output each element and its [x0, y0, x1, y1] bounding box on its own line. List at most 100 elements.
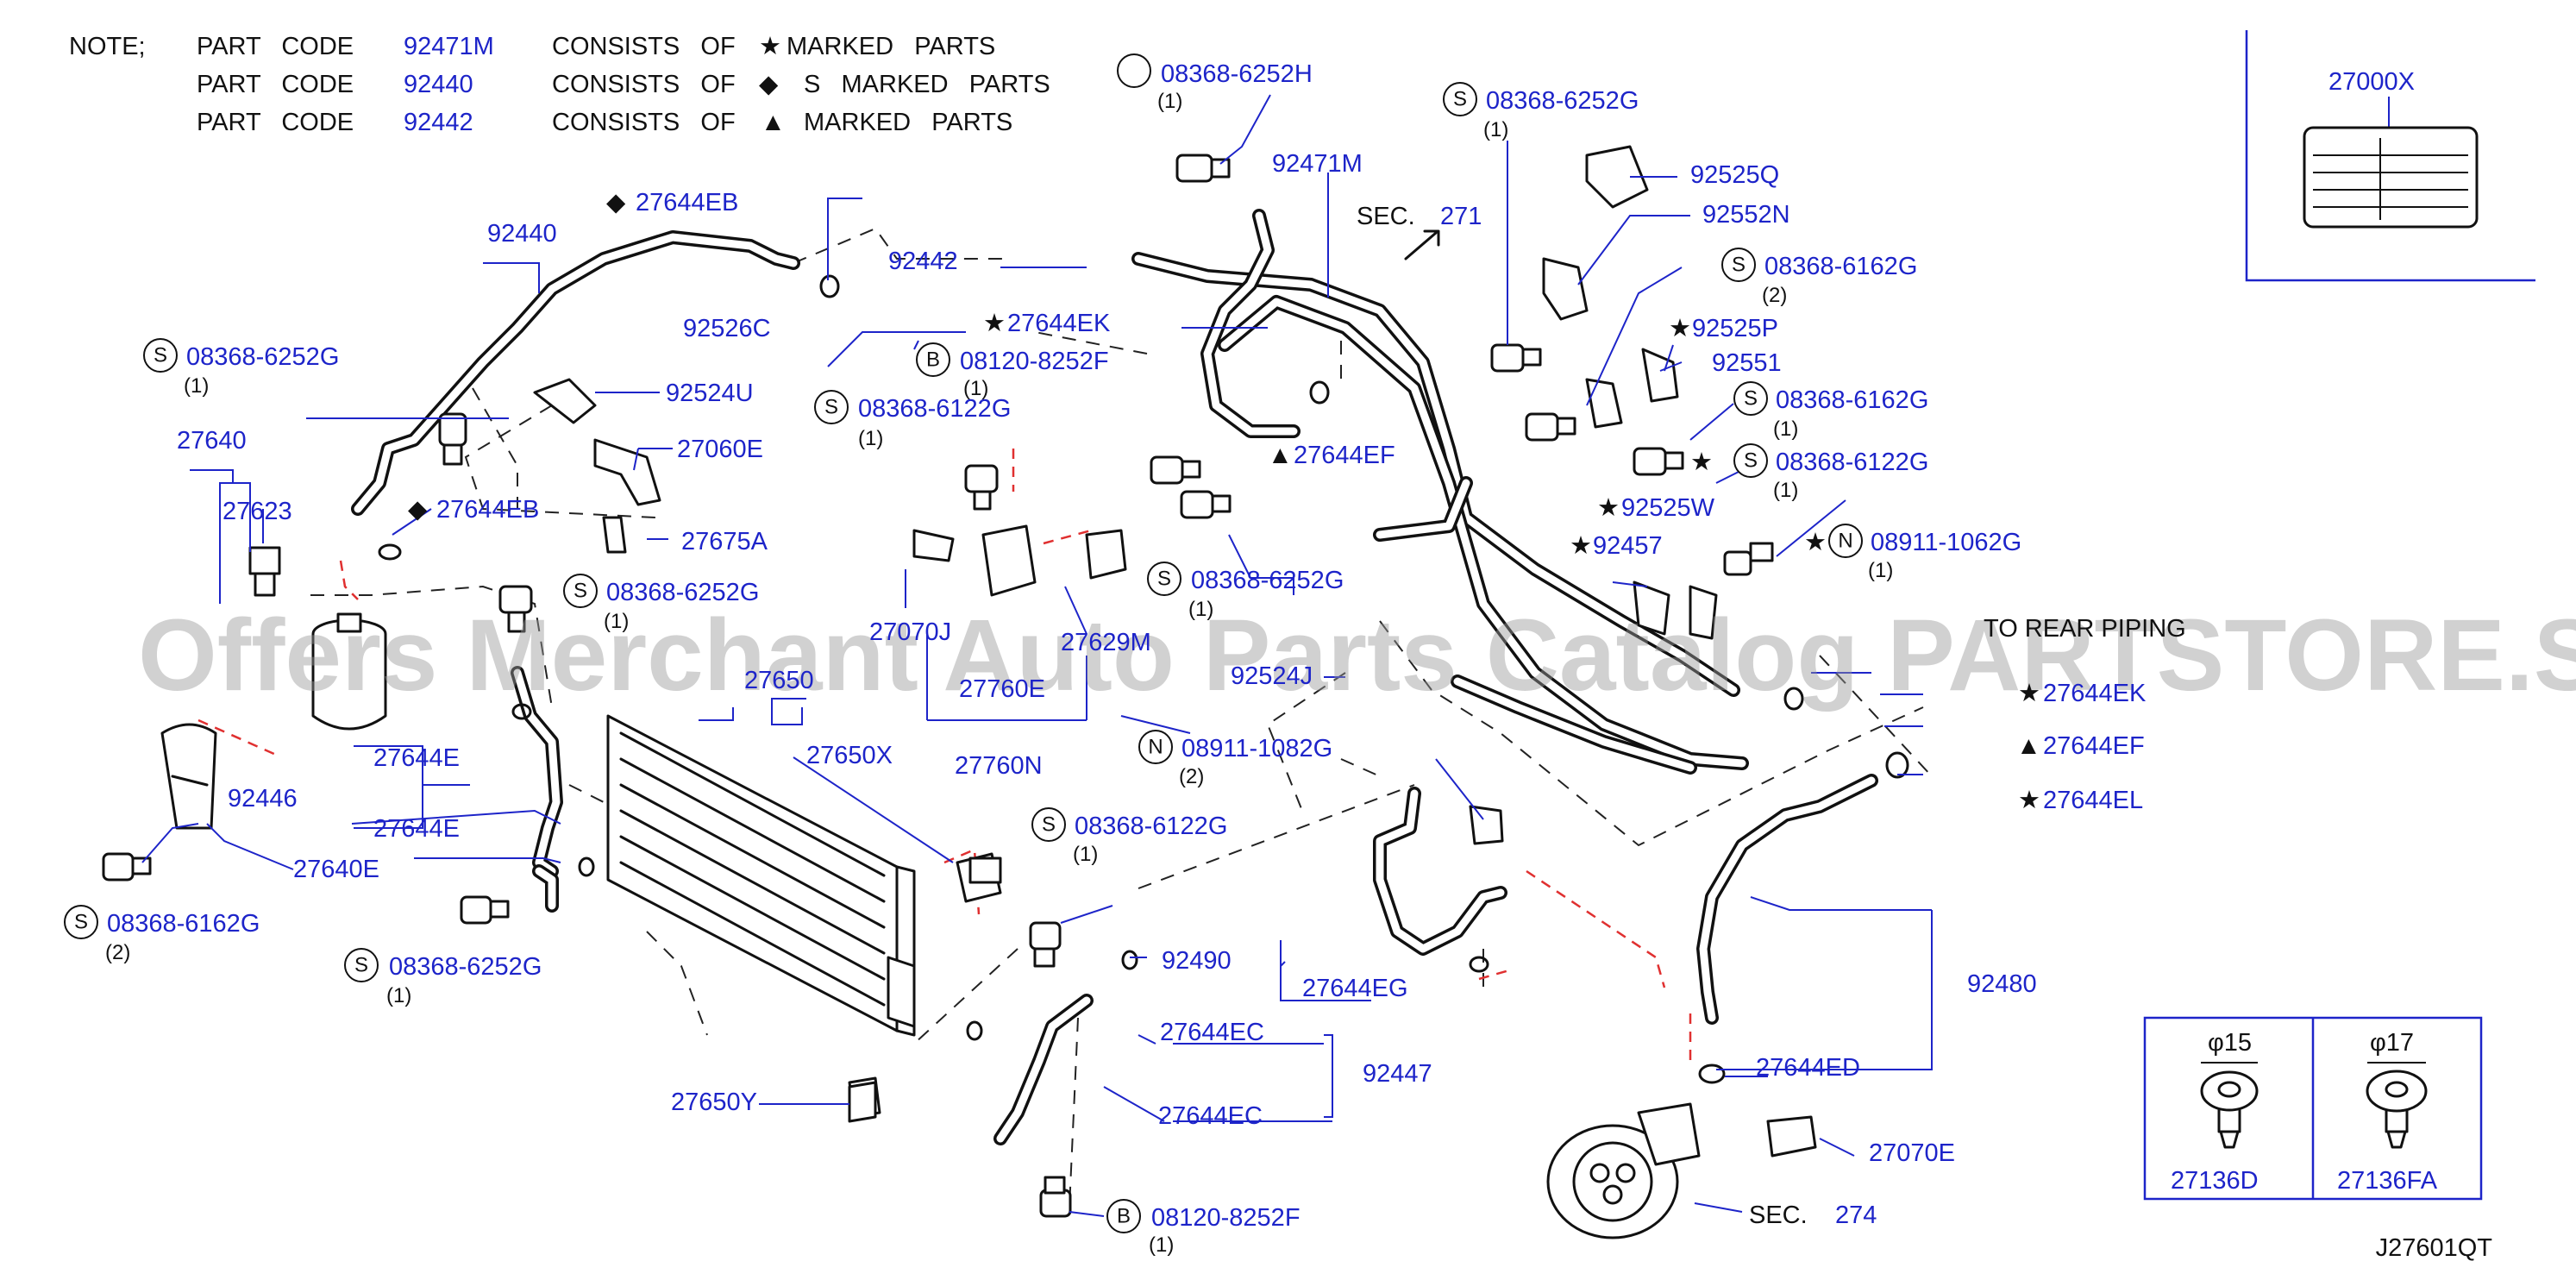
part-number[interactable]: 27644EC — [1158, 1102, 1263, 1130]
part-number[interactable]: 27060E — [677, 436, 763, 463]
callout[interactable]: N 08911-1082G (2) — [1138, 730, 1332, 788]
part-number[interactable]: 92525Q — [1690, 161, 1779, 189]
part-number[interactable]: 27650 — [744, 667, 814, 694]
part-number[interactable]: 27644EL — [2043, 787, 2143, 814]
part-number[interactable]: 92440 — [487, 220, 557, 248]
section-number[interactable]: 271 — [1440, 203, 1482, 230]
callout[interactable]: S 08368-6162G (2) — [1721, 248, 1917, 307]
callout[interactable]: S 08368-6162G (1) — [1733, 381, 1928, 441]
part-number[interactable]: 08368-6252G — [186, 343, 339, 371]
part-number[interactable]: 92442 — [888, 248, 958, 275]
part-number[interactable]: 08120-8252F — [1151, 1204, 1301, 1232]
part-number[interactable]: 27644EG — [1302, 975, 1408, 1002]
part-number[interactable]: 08368-6122G — [858, 395, 1011, 423]
callout[interactable]: S 08368-6162G (2) — [64, 905, 260, 964]
callout[interactable]: ◆ 27644EB — [606, 189, 738, 216]
part-number[interactable]: 27644E — [373, 815, 460, 843]
part-number[interactable]: 27070J — [869, 618, 951, 646]
part-number[interactable]: 92524U — [666, 380, 754, 407]
part-number[interactable]: 27644EB — [636, 189, 738, 216]
callout[interactable]: ★ 92525W — [1597, 494, 1715, 522]
part-number[interactable]: 27644EF — [2043, 732, 2145, 760]
part-number[interactable]: 08368-6162G — [1764, 253, 1917, 280]
part-qty: (1) — [1073, 843, 1098, 866]
part-number[interactable]: 08368-6122G — [1776, 449, 1928, 476]
part-number[interactable]: 08911-1082G — [1181, 735, 1332, 762]
part-number[interactable]: 08368-6252G — [389, 953, 542, 981]
callout[interactable]: B 08120-8252F (1) — [916, 342, 1109, 400]
part-number[interactable]: 27629M — [1061, 629, 1151, 656]
part-number[interactable]: 27623 — [223, 498, 292, 525]
part-number[interactable]: 92471M — [1272, 150, 1363, 178]
part-number[interactable]: 08911-1062G — [1871, 529, 2021, 556]
part-number[interactable]: 27640E — [293, 856, 379, 883]
part-number[interactable]: 27760E — [959, 675, 1045, 703]
part-number[interactable]: 27644EB — [436, 496, 539, 524]
callout-circle-letter: N — [1148, 736, 1163, 759]
part-number[interactable]: 08368-6252G — [606, 579, 759, 606]
callout[interactable]: S 08368-6252G (1) — [1147, 562, 1344, 621]
part-number[interactable]: 27650Y — [671, 1089, 757, 1116]
part-qty: (1) — [1149, 1233, 1174, 1257]
part-number[interactable]: 92480 — [1967, 970, 2037, 998]
part-number[interactable]: 27675A — [681, 528, 768, 555]
callout[interactable]: ★ 27644EL — [2018, 787, 2143, 814]
callout[interactable]: S 08368-6252G (1) — [143, 338, 339, 398]
bracket-icon — [593, 438, 661, 506]
part-qty: (2) — [105, 941, 130, 964]
part-number[interactable]: 92447 — [1363, 1060, 1432, 1088]
part-number[interactable]: 92552N — [1702, 201, 1790, 229]
callout[interactable]: S 08368-6252G (1) — [1443, 82, 1639, 141]
callout[interactable]: ★ S 08368-6122G (1) — [1690, 443, 1928, 502]
callout[interactable]: B 08120-8252F (1) — [1106, 1199, 1301, 1257]
callout[interactable]: S 08368-6122G (1) — [1031, 807, 1227, 866]
part-qty: (1) — [184, 374, 209, 398]
part-number[interactable]: 27640 — [177, 427, 247, 455]
callout[interactable]: ◆ 27644EB — [408, 496, 539, 524]
part-number[interactable]: 27644EK — [1007, 310, 1111, 337]
part-number[interactable]: 27644EK — [2043, 680, 2147, 707]
callout[interactable]: S 08368-6252G (1) — [344, 948, 542, 1007]
part-qty: (1) — [604, 610, 629, 633]
part-number[interactable]: 92446 — [228, 785, 298, 813]
part-qty: (1) — [1773, 479, 1798, 502]
part-number[interactable]: 92551 — [1712, 349, 1782, 377]
part-number[interactable]: 27650X — [806, 742, 893, 769]
part-number[interactable]: 92525W — [1621, 494, 1715, 522]
part-number[interactable]: 27070E — [1869, 1139, 1955, 1167]
callout[interactable]: ★ 27644EK — [2018, 680, 2147, 707]
clip-code: 27136D — [2171, 1167, 2259, 1195]
part-number[interactable]: 27760N — [955, 752, 1043, 780]
part-number[interactable]: 08368-6162G — [1776, 386, 1928, 414]
part-number[interactable]: 92457 — [1593, 532, 1663, 560]
part-number[interactable]: 08368-6122G — [1075, 813, 1227, 840]
part-number[interactable]: 08368-6252H — [1161, 60, 1313, 88]
callout[interactable]: ★ 92457 — [1570, 532, 1663, 560]
part-number[interactable]: 08368-6252G — [1486, 87, 1639, 115]
callout[interactable]: ▲ 27644EF — [1268, 442, 1395, 469]
part-number[interactable]: 27644EC — [1160, 1019, 1264, 1046]
bolt-icon — [438, 412, 467, 466]
part-number[interactable]: 92525P — [1692, 315, 1778, 342]
part-number[interactable]: 08368-6252G — [1191, 567, 1344, 594]
callout[interactable]: 08368-6252H (1) — [1117, 53, 1313, 113]
part-number[interactable]: 27644EF — [1294, 442, 1395, 469]
part-number[interactable]: 27644ED — [1756, 1054, 1860, 1082]
part-number[interactable]: 08120-8252F — [960, 348, 1109, 375]
part-number[interactable]: 92490 — [1162, 947, 1232, 975]
callout[interactable]: ★ 27644EK — [983, 310, 1111, 337]
section-number[interactable]: 274 — [1835, 1202, 1877, 1229]
part-number[interactable]: 92524J — [1231, 662, 1313, 690]
part-number[interactable]: 92526C — [683, 315, 771, 342]
callout[interactable]: ▲ 27644EF — [2016, 732, 2145, 760]
callout-circle-icon — [1138, 730, 1173, 764]
callout[interactable]: ★ N 08911-1062G (1) — [1804, 524, 2021, 582]
part-number[interactable]: 27644E — [373, 744, 460, 772]
part-number[interactable]: 08368-6162G — [107, 910, 260, 938]
callout-circle-letter: S — [1744, 387, 1758, 411]
callout[interactable]: S 08368-6122G (1) — [814, 390, 1011, 450]
callout[interactable]: S 08368-6252G (1) — [563, 574, 759, 633]
bracket-icon — [1469, 805, 1504, 845]
o-ring-icon — [1698, 1064, 1726, 1084]
callout[interactable]: ★ 92525P — [1669, 315, 1778, 342]
